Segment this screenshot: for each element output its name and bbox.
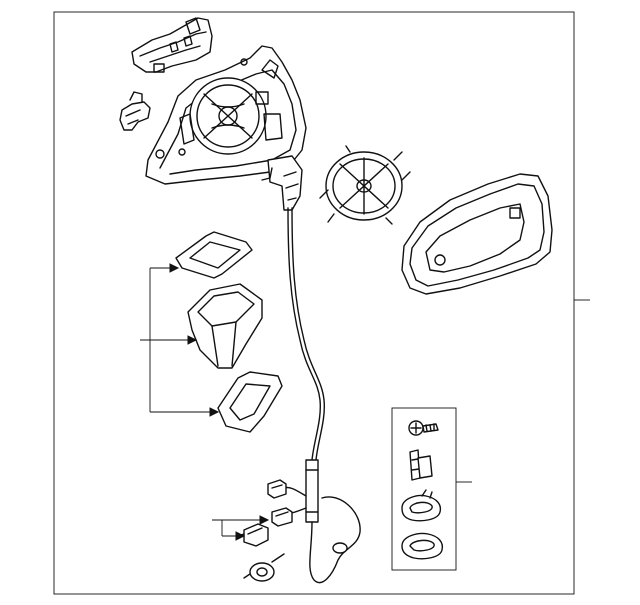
mirror-glass[interactable] (401, 173, 553, 295)
cable-tie[interactable] (243, 553, 285, 582)
trim-pad-lower[interactable] (217, 371, 283, 433)
callout-connectors-group (212, 515, 270, 541)
hardware-kit-box (391, 407, 457, 571)
grommet-lower[interactable] (401, 532, 444, 560)
glass-backing-plate[interactable] (319, 145, 411, 225)
trim-pad-upper[interactable] (175, 231, 253, 279)
grommet-upper[interactable] (401, 489, 442, 522)
diagram-border (53, 11, 575, 595)
screw[interactable] (408, 420, 439, 436)
small-clip[interactable] (119, 91, 151, 131)
connector-lower[interactable] (271, 507, 293, 527)
mounting-bracket[interactable] (131, 17, 213, 73)
callout-trim-pads-group (140, 263, 220, 417)
retainer-clip[interactable] (409, 449, 433, 481)
connector-upper[interactable] (267, 479, 287, 499)
cover-cap[interactable] (187, 283, 263, 369)
mirror-housing[interactable] (145, 45, 307, 211)
plug-lower[interactable] (237, 523, 269, 547)
wiring-harness[interactable] (283, 207, 361, 584)
